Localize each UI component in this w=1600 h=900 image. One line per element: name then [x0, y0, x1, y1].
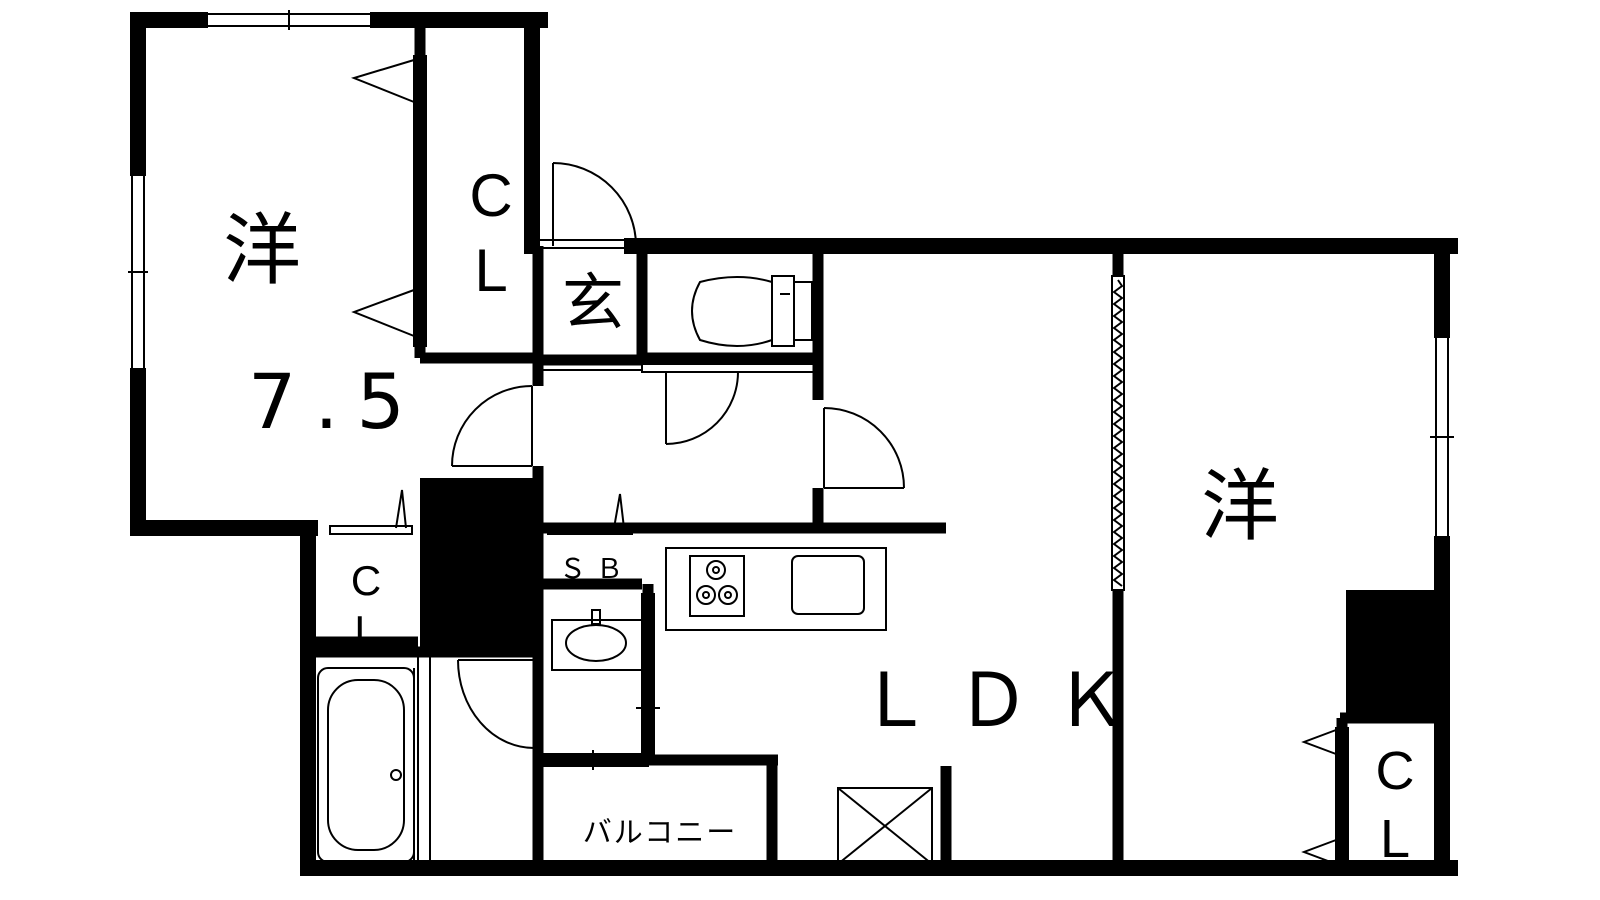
closet-label-3-line2: L: [1379, 808, 1411, 869]
closet-label-2-line2: L: [354, 607, 378, 655]
room-label-entrance: 玄: [561, 266, 624, 339]
room-size-western-1: 7.5: [248, 357, 423, 446]
room-label-ldk: ＬＤＫ: [858, 659, 1152, 742]
closet-label-1-line2: L: [474, 237, 508, 304]
windows: [128, 10, 1454, 869]
bathtub: [317, 667, 415, 863]
room-label-shoe-box: ＳＢ: [559, 554, 633, 584]
closet-label-3: C L: [1360, 738, 1430, 873]
fixtures: [317, 275, 933, 865]
pillars: [420, 478, 1450, 718]
room-label-western-2: 洋: [1200, 462, 1279, 552]
wash-basin: [551, 609, 643, 671]
closet-label-1-line1: C: [469, 162, 513, 229]
kitchen-counter: [665, 547, 887, 631]
room-label-western-1: 洋: [222, 206, 301, 296]
storage-hatch: [837, 787, 933, 865]
closet-label-3-line1: C: [1375, 741, 1415, 801]
closet-label-2: C L: [336, 556, 396, 657]
doors: [350, 59, 1337, 865]
closet-label-1: C L: [456, 158, 526, 308]
room-label-balcony: バルコニー: [582, 815, 738, 849]
closet-label-2-line1: C: [350, 557, 382, 604]
toilet-fixture: [691, 275, 813, 347]
